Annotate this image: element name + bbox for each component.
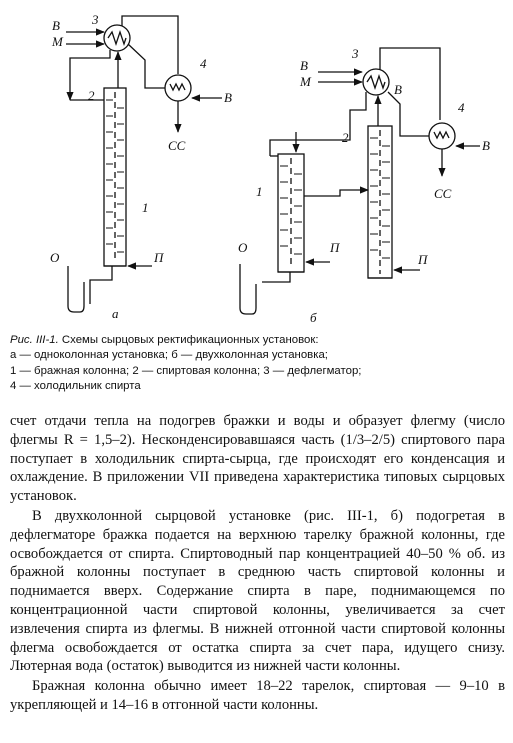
label-scheme-b: б — [310, 310, 317, 325]
label-4-b: 4 — [458, 100, 465, 115]
dephlegmator-3-a — [103, 24, 131, 52]
label-v-a-cooler: В — [224, 90, 232, 105]
body-text: счет отдачи тепла на подогрев бражки и в… — [10, 412, 505, 715]
paragraph-continued: счет отдачи тепла на подогрев бражки и в… — [10, 413, 505, 505]
label-cc-a: СС — [168, 138, 186, 153]
label-o-b: О — [238, 240, 248, 255]
label-3-b: 3 — [351, 46, 359, 61]
caption-line-4: 4 — холодильник спирта — [10, 379, 141, 392]
label-v-a-top: В — [52, 18, 60, 33]
caption-title: Схемы сырцовых ректификационных установо… — [58, 334, 319, 346]
caption-line-2: а — одноколонная установка; б — двухколо… — [10, 349, 328, 362]
label-v-b-top: В — [300, 58, 308, 73]
caption-line-1: Рис. III-1. Схемы сырцовых ректификацион… — [10, 333, 505, 348]
dephlegmator-3-b — [362, 68, 390, 96]
label-m-b: М — [299, 74, 312, 89]
label-1-a: 1 — [142, 200, 149, 215]
paragraph-plates: Бражная колонна обычно имеет 18–22 тарел… — [10, 678, 505, 713]
caption-lead: Рис. III-1. — [10, 334, 59, 346]
label-1-b: 1 — [256, 184, 263, 199]
label-m-a: М — [51, 34, 64, 49]
label-p-b-left: П — [329, 240, 341, 255]
label-2-a: 2 — [88, 88, 95, 103]
label-o-a: О — [50, 250, 60, 265]
label-v-b-cooler: В — [482, 138, 490, 153]
label-p-b-right: П — [417, 252, 429, 267]
figure-caption: Рис. III-1. Схемы сырцовых ректификацион… — [10, 333, 505, 394]
label-cc-b: СС — [434, 186, 452, 201]
label-scheme-a: а — [112, 306, 119, 321]
scheme-b — [239, 47, 480, 315]
label-2-b: 2 — [342, 130, 349, 145]
label-3-a: 3 — [91, 12, 99, 27]
scheme-a — [66, 15, 222, 313]
distillation-schemes-figure: В М 3 4 В 2 1 СС О П а 3 В М В 4 В 2 1 С… — [0, 0, 513, 330]
caption-line-3: 1 — бражная колонна; 2 — спиртовая колон… — [10, 364, 362, 377]
label-4-a: 4 — [200, 56, 207, 71]
label-v-b-right: В — [394, 82, 402, 97]
label-p-a: П — [153, 250, 165, 265]
paragraph-two-column: В двухколонной сырцовой установке (рис. … — [10, 507, 505, 675]
